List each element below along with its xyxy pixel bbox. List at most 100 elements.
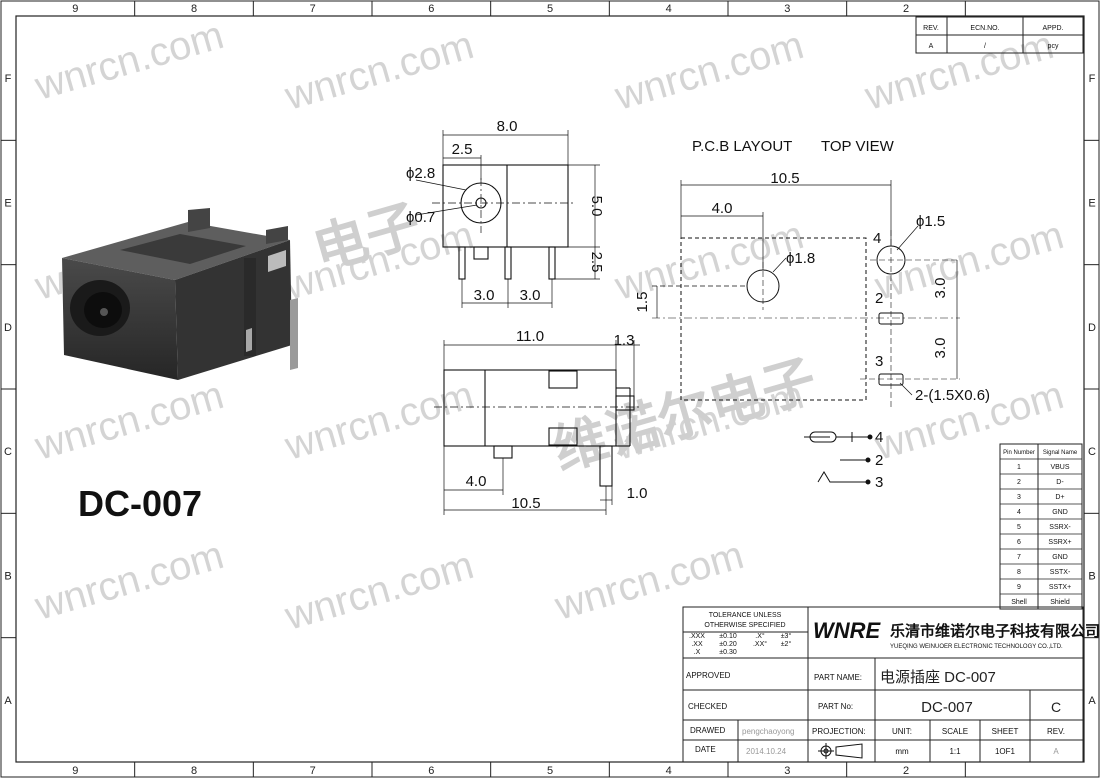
pin-table-signal-name: SSTX- — [1050, 569, 1071, 576]
schematic-symbol — [804, 431, 873, 485]
pcb-pin4-hole-dim: ϕ1.5 — [916, 213, 945, 230]
pin-table-pin-number: Shell — [1011, 599, 1027, 606]
watermark-text: wnrcn.com — [279, 23, 478, 119]
connector-product-image — [62, 208, 298, 380]
frame-row-label-right: A — [1088, 695, 1096, 707]
frame-row-label-right: C — [1088, 446, 1096, 458]
rev-header-rev: REV. — [923, 25, 939, 32]
frame-col-label-bottom: 9 — [72, 765, 78, 777]
front-width-dim: 8.0 — [497, 118, 518, 135]
checked-label: CHECKED — [688, 702, 727, 711]
sheet-value: 1OF1 — [995, 747, 1016, 756]
frame-col-label-top: 2 — [903, 3, 909, 15]
company-logo: WNRE — [813, 618, 882, 643]
pin-table-pin-number: 5 — [1017, 524, 1021, 531]
pin-table-pin-number: 6 — [1017, 539, 1021, 546]
frame-col-label-top: 7 — [310, 3, 316, 15]
pin-table-pin-number: 7 — [1017, 554, 1021, 561]
company-name-en: YUEQING WEINUOER ELECTRONIC TECHNOLOGY C… — [890, 644, 1063, 650]
frame-col-label-bottom: 2 — [903, 765, 909, 777]
part-name-label: PART NAME: — [814, 673, 862, 682]
schematic-pin-2: 2 — [875, 452, 883, 469]
pin-table-pin-number: 2 — [1017, 479, 1021, 486]
pin-table-signal-name: Shield — [1050, 599, 1070, 606]
rev-label: REV. — [1047, 727, 1065, 736]
frame-col-label-bottom: 4 — [666, 765, 672, 777]
rev-code: C — [1051, 699, 1061, 715]
tolerance-cell: .XXX — [689, 633, 705, 640]
frame-col-label-bottom: 5 — [547, 765, 553, 777]
frame-col-label-bottom: 6 — [428, 765, 434, 777]
watermark-chinese: 维诺尔电子 — [546, 348, 823, 483]
tolerance-cell: ±0.10 — [719, 633, 737, 640]
unit-label: UNIT: — [892, 727, 912, 736]
watermark-text: wnrcn.com — [29, 373, 228, 469]
pcb-slot-note: 2-(1.5X0.6) — [915, 387, 990, 404]
rev-value: A — [929, 43, 934, 50]
pcb-layout-subtitle: TOP VIEW — [821, 138, 895, 155]
front-pin-pitch-2: 3.0 — [520, 287, 541, 304]
pin-table-pin-number: 4 — [1017, 509, 1021, 516]
frame-row-label-left: B — [4, 571, 11, 583]
pcb-layout-title: P.C.B LAYOUT — [692, 138, 792, 155]
front-pin-length-dim: 2.5 — [588, 252, 605, 273]
pcb-pitch-1: 3.0 — [932, 278, 949, 299]
rev-ecn-value: / — [984, 43, 986, 50]
tolerance-cell: .X — [694, 649, 701, 656]
drawed-label: DRAWED — [690, 726, 725, 735]
pcb-layout-drawing — [652, 180, 960, 410]
tolerance-title-2: OTHERWISE SPECIFIED — [704, 622, 785, 629]
frame-row-label-right: D — [1088, 322, 1096, 334]
pin-table-pin-number: 1 — [1017, 464, 1021, 471]
rev-appd-value: pcy — [1048, 43, 1059, 50]
drawed-value: pengchaoyong — [742, 727, 795, 736]
pin-table-pin-number: 8 — [1017, 569, 1021, 576]
rev-header-ecn: ECN.NO. — [970, 25, 999, 32]
revision-table — [915, 16, 1084, 54]
title-block-frame — [682, 606, 1084, 763]
projection-label: PROJECTION: — [812, 727, 866, 736]
watermark-text: wnrcn.com — [279, 543, 478, 639]
tolerance-cell: ±2° — [781, 640, 792, 648]
front-height-dim: 5.0 — [588, 196, 605, 217]
projection-symbol-icon — [818, 743, 863, 759]
frame-col-label-top: 4 — [666, 3, 672, 15]
part-no-value: DC-007 — [921, 699, 973, 716]
front-pin-pitch-1: 3.0 — [474, 287, 495, 304]
date-value: 2014.10.24 — [746, 747, 787, 756]
watermark-text: wnrcn.com — [29, 13, 228, 109]
watermark-text: wnrcn.com — [609, 23, 808, 119]
scale-label: SCALE — [942, 727, 968, 736]
side-pin-span-dim: 10.5 — [511, 495, 540, 512]
frame-row-label-left: F — [5, 73, 12, 85]
model-title: DC-007 — [78, 483, 202, 524]
schematic-pin-4: 4 — [875, 429, 883, 446]
frame-row-label-right: B — [1088, 571, 1095, 583]
front-hole-inner-dim: ϕ0.7 — [406, 209, 435, 226]
frame-col-label-top: 3 — [784, 3, 790, 15]
approved-label: APPROVED — [686, 671, 731, 680]
front-offset-dim: 2.5 — [452, 141, 473, 158]
pcb-pitch-2: 3.0 — [932, 338, 949, 359]
frame-row-label-right: F — [1089, 73, 1096, 85]
side-length-dim: 11.0 — [516, 328, 544, 345]
frame-col-label-bottom: 3 — [784, 765, 790, 777]
watermark-text: wnrcn.com — [869, 213, 1068, 309]
frame-col-label-bottom: 8 — [191, 765, 197, 777]
pin-table-pin-number: 3 — [1017, 494, 1021, 501]
pin-table-header-number: Pin Number — [1003, 450, 1035, 456]
pcb-pin-label-2: 2 — [875, 290, 883, 307]
company-name-cn: 乐清市维诺尔电子科技有限公司 — [890, 622, 1100, 640]
pin-table-signal-name: D+ — [1055, 494, 1064, 501]
logo-text: WNRE — [813, 618, 882, 643]
side-view-drawing — [434, 340, 640, 515]
pin-table-signal-name: SSRX+ — [1048, 539, 1071, 546]
rev-value-bottom: A — [1053, 747, 1059, 756]
frame-col-label-top: 8 — [191, 3, 197, 15]
part-no-label: PART No: — [818, 702, 853, 711]
